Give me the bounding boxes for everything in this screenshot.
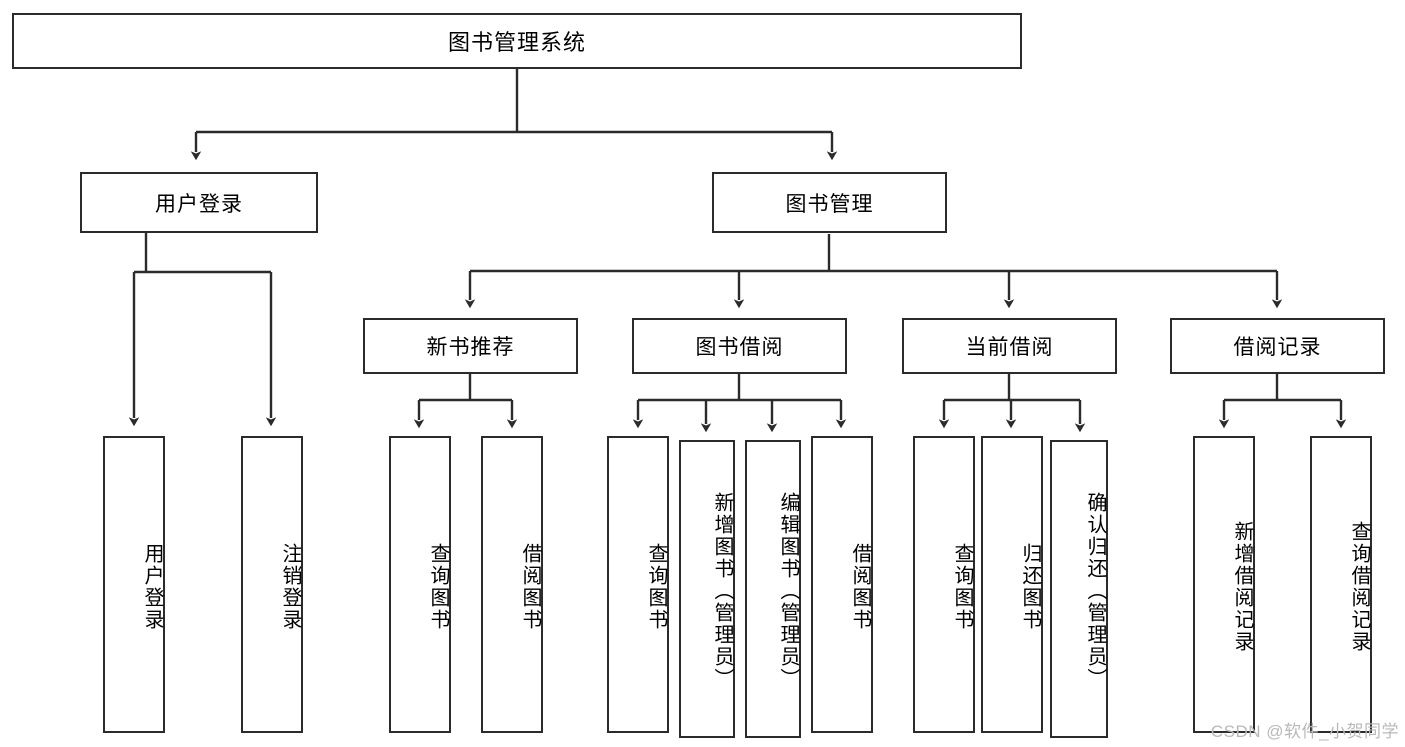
leaf-borrow-book-2[interactable]: 借阅图书 bbox=[811, 436, 873, 733]
node-book-manage[interactable]: 图书管理 bbox=[712, 172, 947, 233]
leaf-query-book-2[interactable]: 查询图书 bbox=[607, 436, 669, 733]
node-current-borrow[interactable]: 当前借阅 bbox=[902, 318, 1117, 374]
leaf-query-record[interactable]: 查询借阅记录 bbox=[1310, 436, 1372, 733]
leaf-user-logout[interactable]: 注销登录 bbox=[241, 436, 303, 733]
leaf-query-record-label: 查询借阅记录 bbox=[1348, 520, 1370, 653]
leaf-borrow-book-2-label: 借阅图书 bbox=[849, 542, 871, 631]
node-new-book-recommend[interactable]: 新书推荐 bbox=[363, 318, 578, 374]
leaf-add-record[interactable]: 新增借阅记录 bbox=[1193, 436, 1255, 733]
node-current-borrow-label: 当前借阅 bbox=[965, 336, 1054, 359]
leaf-query-book-3-label: 查询图书 bbox=[951, 542, 973, 631]
leaf-query-book-3[interactable]: 查询图书 bbox=[913, 436, 975, 733]
leaf-query-book-1-label: 查询图书 bbox=[427, 542, 449, 631]
node-root[interactable]: 图书管理系统 bbox=[12, 13, 1022, 69]
node-book-borrow-label: 图书借阅 bbox=[695, 336, 784, 359]
leaf-add-record-label: 新增借阅记录 bbox=[1231, 520, 1253, 653]
watermark: CSDN @软件_小贺同学 bbox=[1210, 722, 1399, 741]
node-book-borrow[interactable]: 图书借阅 bbox=[632, 318, 847, 374]
leaf-query-book-2-label: 查询图书 bbox=[645, 542, 667, 631]
leaf-query-book-1[interactable]: 查询图书 bbox=[389, 436, 451, 733]
node-root-label: 图书管理系统 bbox=[447, 30, 586, 55]
leaf-edit-book-label: 编辑图书（管理员） bbox=[777, 492, 799, 690]
leaf-return-book[interactable]: 归还图书 bbox=[981, 436, 1043, 733]
leaf-confirm-return[interactable]: 确认归还（管理员） bbox=[1050, 440, 1108, 738]
leaf-user-logout-label: 注销登录 bbox=[279, 542, 301, 631]
leaf-user-login-label: 用户登录 bbox=[141, 542, 163, 631]
node-user-login-label: 用户登录 bbox=[155, 192, 243, 216]
leaf-user-login[interactable]: 用户登录 bbox=[103, 436, 165, 733]
node-new-book-recommend-label: 新书推荐 bbox=[426, 336, 515, 359]
leaf-confirm-return-label: 确认归还（管理员） bbox=[1084, 492, 1106, 690]
leaf-edit-book[interactable]: 编辑图书（管理员） bbox=[745, 440, 801, 738]
node-book-manage-label: 图书管理 bbox=[785, 192, 874, 216]
node-user-login[interactable]: 用户登录 bbox=[80, 172, 318, 233]
leaf-add-book-label: 新增图书（管理员） bbox=[711, 492, 733, 690]
leaf-borrow-book-1-label: 借阅图书 bbox=[519, 542, 541, 631]
node-borrow-record-label: 借阅记录 bbox=[1233, 336, 1322, 359]
node-borrow-record[interactable]: 借阅记录 bbox=[1170, 318, 1385, 374]
leaf-add-book[interactable]: 新增图书（管理员） bbox=[679, 440, 735, 738]
leaf-return-book-label: 归还图书 bbox=[1019, 542, 1041, 631]
leaf-borrow-book-1[interactable]: 借阅图书 bbox=[481, 436, 543, 733]
